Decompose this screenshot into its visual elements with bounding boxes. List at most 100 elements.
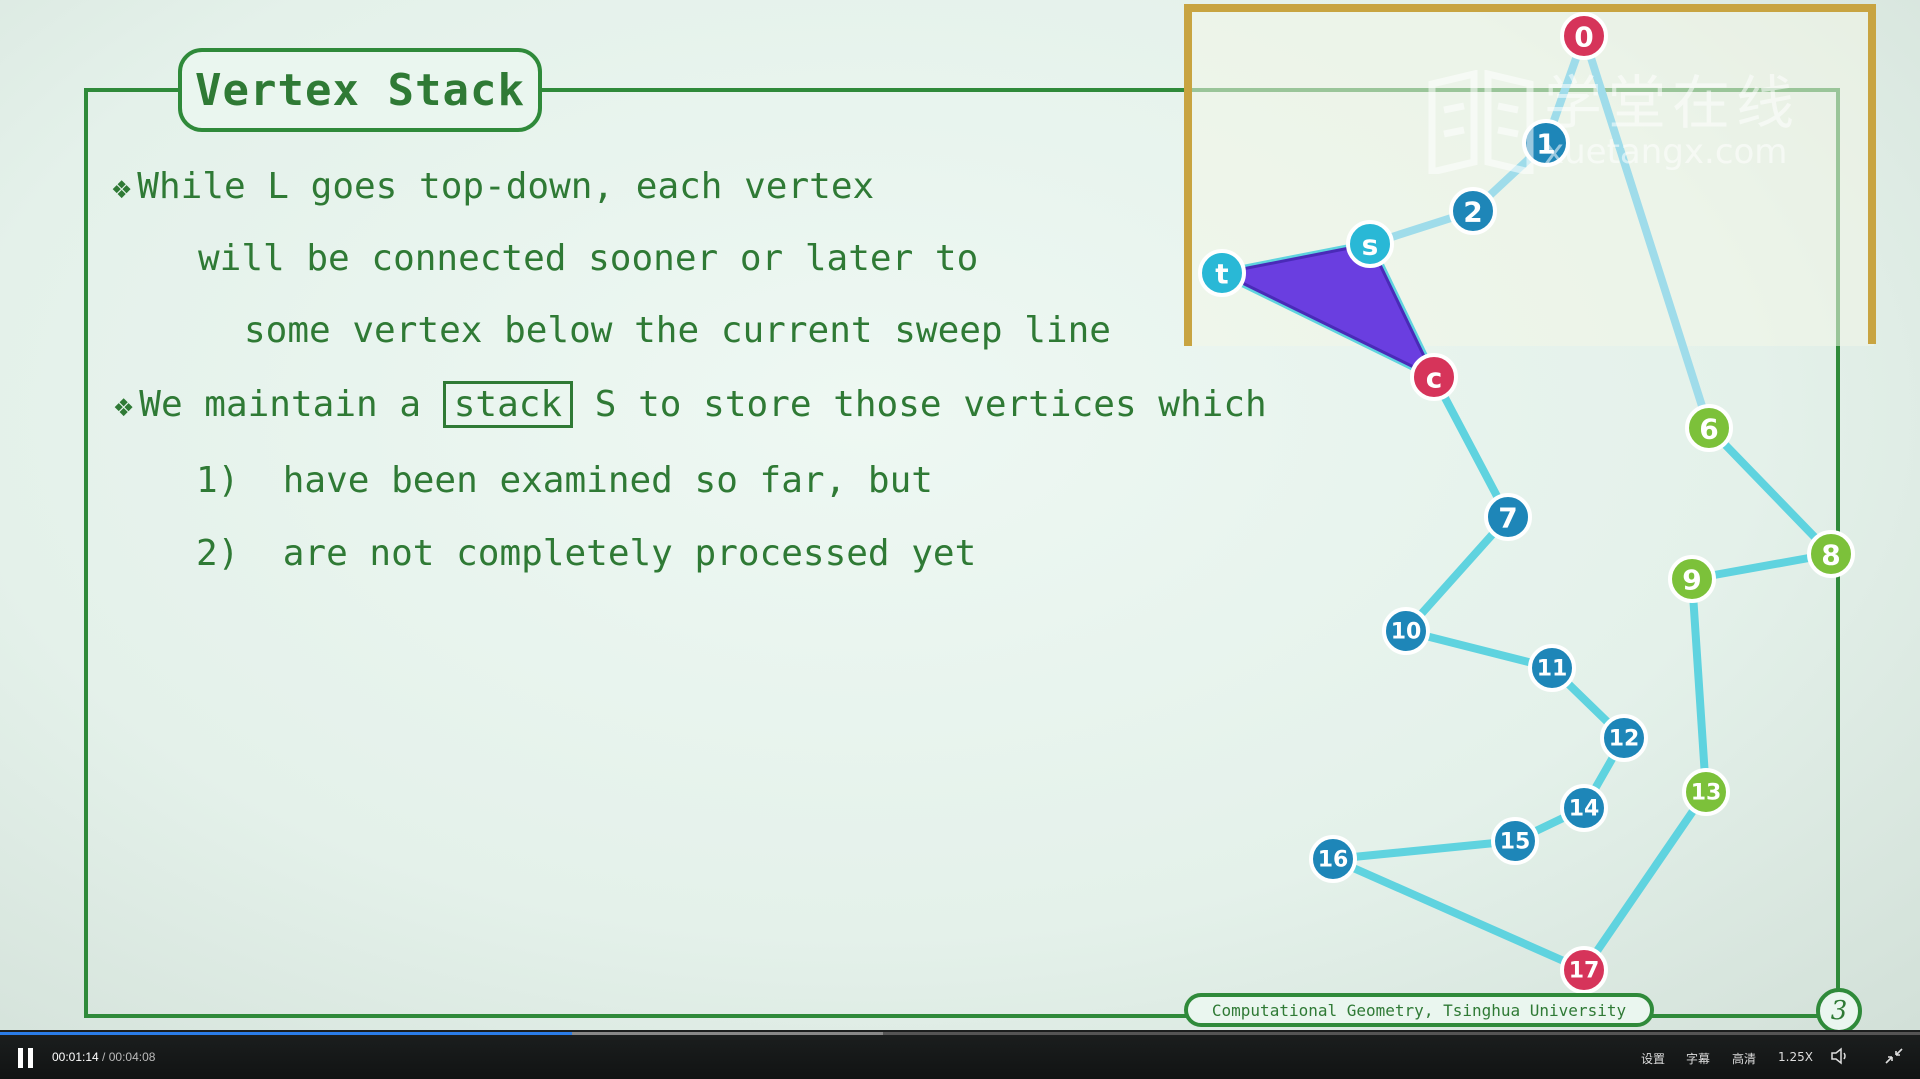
vertex-7: 7 (1484, 493, 1532, 541)
bullet-1-line-2: will be connected sooner or later to (198, 238, 979, 279)
edge-17-13 (1580, 788, 1710, 974)
time-display: 00:01:14 / 00:04:08 (52, 1050, 155, 1064)
sub-item-1: 1) have been examined so far, but (196, 460, 933, 501)
bullet-2-line-1: ❖We maintain a stack S to store those ve… (114, 381, 1267, 428)
quality-button[interactable]: 高清 (1732, 1052, 1757, 1066)
progress-played (0, 1032, 573, 1035)
slide: Vertex Stack ❖While L goes top-down, eac… (0, 0, 1920, 1030)
slide-footer: Computational Geometry, Tsinghua Univers… (1184, 993, 1654, 1027)
vertex-circle (1685, 404, 1733, 452)
vertex-label: 10 (1391, 620, 1422, 645)
time-separator: / (98, 1050, 109, 1064)
sub-item-number: 2) (196, 533, 240, 574)
vertex-label: 9 (1682, 564, 1701, 597)
vertex-label: 8 (1821, 539, 1840, 572)
vertex-9: 9 (1668, 555, 1716, 603)
bullet-diamond-icon: ❖ (112, 168, 132, 206)
vertex-label: 7 (1498, 502, 1517, 535)
highlight-border (1184, 4, 1876, 346)
edge-7-10 (1402, 513, 1512, 635)
volume-icon[interactable] (1830, 1047, 1850, 1065)
vertex-label: 15 (1500, 830, 1531, 855)
vertex-circle (1410, 353, 1458, 401)
vertex-circle (1198, 249, 1246, 297)
edge-c-7 (1430, 373, 1512, 521)
vertex-circle (1560, 12, 1608, 60)
vertex-14: 14 (1560, 784, 1608, 832)
vertex-circle (1807, 530, 1855, 578)
sub-item-2: 2) are not completely processed yet (196, 533, 976, 574)
vertex-label: 11 (1537, 657, 1568, 682)
vertex-label: 12 (1609, 727, 1640, 752)
vertex-12: 12 (1600, 714, 1648, 762)
vertex-label: 16 (1318, 848, 1349, 873)
vertex-c: c (1410, 353, 1458, 401)
edge-15-16 (1329, 837, 1519, 863)
watermark-cn: 学堂在线 (1544, 69, 1801, 137)
vertex-0: 0 (1560, 12, 1608, 60)
vertex-circle (1491, 817, 1539, 865)
vertex-10: 10 (1382, 607, 1430, 655)
pause-button[interactable] (18, 1048, 34, 1068)
vertex-circle (1484, 493, 1532, 541)
vertex-2: 2 (1449, 187, 1497, 235)
xuetang-logo-icon (1428, 70, 1534, 174)
sub-item-text: are not completely processed yet (282, 533, 977, 574)
progress-bar[interactable] (0, 1032, 1920, 1035)
vertex-label: 2 (1463, 196, 1482, 229)
vertex-16: 16 (1309, 835, 1357, 883)
vertex-label: c (1426, 362, 1443, 395)
watermark-en: xuetangx.com (1544, 132, 1788, 172)
current-time: 00:01:14 (52, 1050, 99, 1064)
watermark: 学堂在线 xuetangx.com (1426, 70, 1800, 174)
vertex-circle (1682, 768, 1730, 816)
bullet-diamond-icon: ❖ (114, 386, 134, 424)
triangle-t-s-c (1217, 242, 1438, 381)
vertex-8: 8 (1807, 530, 1855, 578)
sub-item-text: have been examined so far, but (282, 460, 933, 501)
total-time: 00:04:08 (108, 1050, 156, 1064)
vertex-circle (1522, 119, 1570, 167)
settings-button[interactable]: 设置 (1641, 1052, 1666, 1066)
bullet-1-line-3: some vertex below the current sweep line (244, 310, 1111, 351)
pause-icon (28, 1048, 33, 1068)
vertex-label: t (1215, 258, 1228, 291)
exit-fullscreen-icon[interactable] (1884, 1047, 1904, 1065)
bullet-2-post: S to store those vertices which (594, 384, 1267, 425)
vertex-6: 6 (1685, 404, 1733, 452)
edge-8-6 (1705, 424, 1835, 558)
vertex-label: 1 (1536, 128, 1555, 161)
pause-icon (18, 1048, 23, 1068)
video-player-bar: 00:01:14 / 00:04:08 设置 字幕 高清 1.25X (0, 1030, 1920, 1079)
sub-item-number: 1) (196, 460, 240, 501)
subtitles-button[interactable]: 字幕 (1686, 1052, 1711, 1066)
vertex-17: 17 (1560, 946, 1608, 994)
edge-13-9 (1688, 575, 1710, 796)
page-number: 3 (1816, 988, 1862, 1030)
vertex-circle (1560, 946, 1608, 994)
vertex-circle (1382, 607, 1430, 655)
vertex-circle (1346, 220, 1394, 268)
stack-boxed-word: stack (442, 381, 574, 428)
vertex-1: 1 (1522, 119, 1570, 167)
bullet-1-text: While L goes top-down, each vertex (137, 166, 875, 207)
vertex-circle (1449, 187, 1497, 235)
vertex-11: 11 (1528, 644, 1576, 692)
vertex-circle (1600, 714, 1648, 762)
vertex-label: 13 (1691, 781, 1722, 806)
edge-6-0 (1580, 32, 1713, 432)
speed-button[interactable]: 1.25X (1778, 1050, 1813, 1064)
slide-title: Vertex Stack (178, 48, 542, 132)
vertex-label: 17 (1569, 959, 1600, 984)
vertex-label: 14 (1569, 797, 1600, 822)
vertex-circle (1309, 835, 1357, 883)
vertex-15: 15 (1491, 817, 1539, 865)
vertex-label: 0 (1574, 21, 1593, 54)
vertex-circle (1560, 784, 1608, 832)
vertex-s: s (1346, 220, 1394, 268)
bullet-1-line-1: ❖While L goes top-down, each vertex (112, 166, 874, 207)
bullet-2-pre: We maintain a (139, 384, 422, 425)
vertex-t: t (1198, 249, 1246, 297)
vertex-circle (1528, 644, 1576, 692)
